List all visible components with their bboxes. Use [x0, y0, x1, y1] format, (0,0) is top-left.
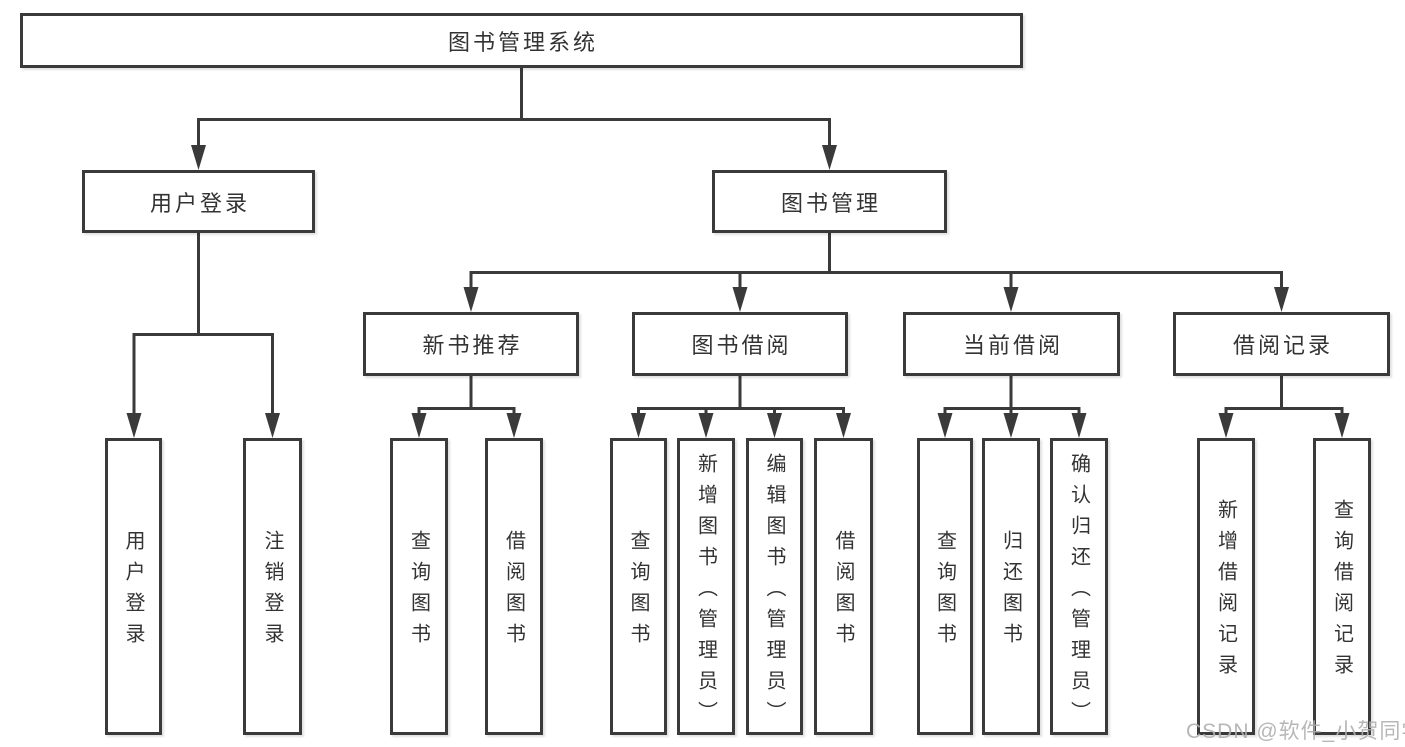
node-new-book-recommend-label: 新书推荐 — [422, 333, 523, 358]
node-new-book-recommend: 新书推荐 — [363, 312, 579, 376]
node-book-borrowing: 图书借阅 — [632, 312, 848, 376]
leaf-query-books-recommend: 查询图书 — [390, 438, 448, 735]
leaf-borrow-books-borrowing: 借阅图书 — [814, 438, 873, 735]
csdn-watermark: CSDN @软件_小贺同学 — [1186, 720, 1405, 743]
node-current-borrowing-label: 当前借阅 — [962, 333, 1063, 358]
node-book-management-label: 图书管理 — [780, 190, 881, 216]
leaf-query-books-borrowing: 查询图书 — [610, 438, 667, 735]
leaf-add-borrow-record: 新增借阅记录 — [1197, 438, 1255, 735]
node-root: 图书管理系统 — [20, 13, 1023, 68]
leaf-edit-books-admin-label: 编辑图书（管理员） — [763, 452, 785, 732]
node-borrow-records: 借阅记录 — [1173, 312, 1390, 376]
node-user-login: 用户登录 — [82, 170, 315, 233]
leaf-add-books-admin: 新增图书（管理员） — [677, 438, 735, 735]
leaf-query-borrow-record: 查询借阅记录 — [1313, 438, 1371, 735]
leaf-edit-books-admin: 编辑图书（管理员） — [746, 438, 803, 735]
leaf-query-books-current-label: 查询图书 — [933, 530, 956, 654]
leaf-return-books: 归还图书 — [982, 438, 1040, 735]
leaf-user-login: 用户登录 — [105, 438, 162, 735]
node-current-borrowing: 当前借阅 — [903, 312, 1120, 376]
leaf-borrow-books-recommend: 借阅图书 — [485, 438, 543, 735]
leaf-query-books-recommend-label: 查询图书 — [407, 530, 430, 654]
node-user-login-label: 用户登录 — [149, 190, 250, 216]
leaf-query-books-borrowing-label: 查询图书 — [627, 530, 649, 654]
leaf-add-books-admin-label: 新增图书（管理员） — [694, 452, 717, 732]
leaf-query-borrow-record-label: 查询借阅记录 — [1330, 499, 1353, 685]
leaf-logout-login-label: 注销登录 — [261, 530, 283, 654]
leaf-query-books-current: 查询图书 — [917, 438, 973, 735]
leaf-logout-login: 注销登录 — [243, 438, 302, 735]
leaf-add-borrow-record-label: 新增借阅记录 — [1214, 499, 1237, 685]
node-book-management: 图书管理 — [712, 170, 947, 233]
node-book-borrowing-label: 图书借阅 — [691, 333, 792, 358]
node-borrow-records-label: 借阅记录 — [1232, 333, 1333, 358]
leaf-confirm-return-admin-label: 确认归还（管理员） — [1067, 452, 1090, 732]
leaf-borrow-books-recommend-label: 借阅图书 — [502, 530, 525, 654]
leaf-borrow-books-borrowing-label: 借阅图书 — [832, 530, 854, 654]
leaf-user-login-label: 用户登录 — [122, 530, 144, 654]
leaf-return-books-label: 归还图书 — [999, 530, 1022, 654]
node-root-label: 图书管理系统 — [447, 29, 598, 55]
leaf-confirm-return-admin: 确认归还（管理员） — [1050, 438, 1108, 735]
